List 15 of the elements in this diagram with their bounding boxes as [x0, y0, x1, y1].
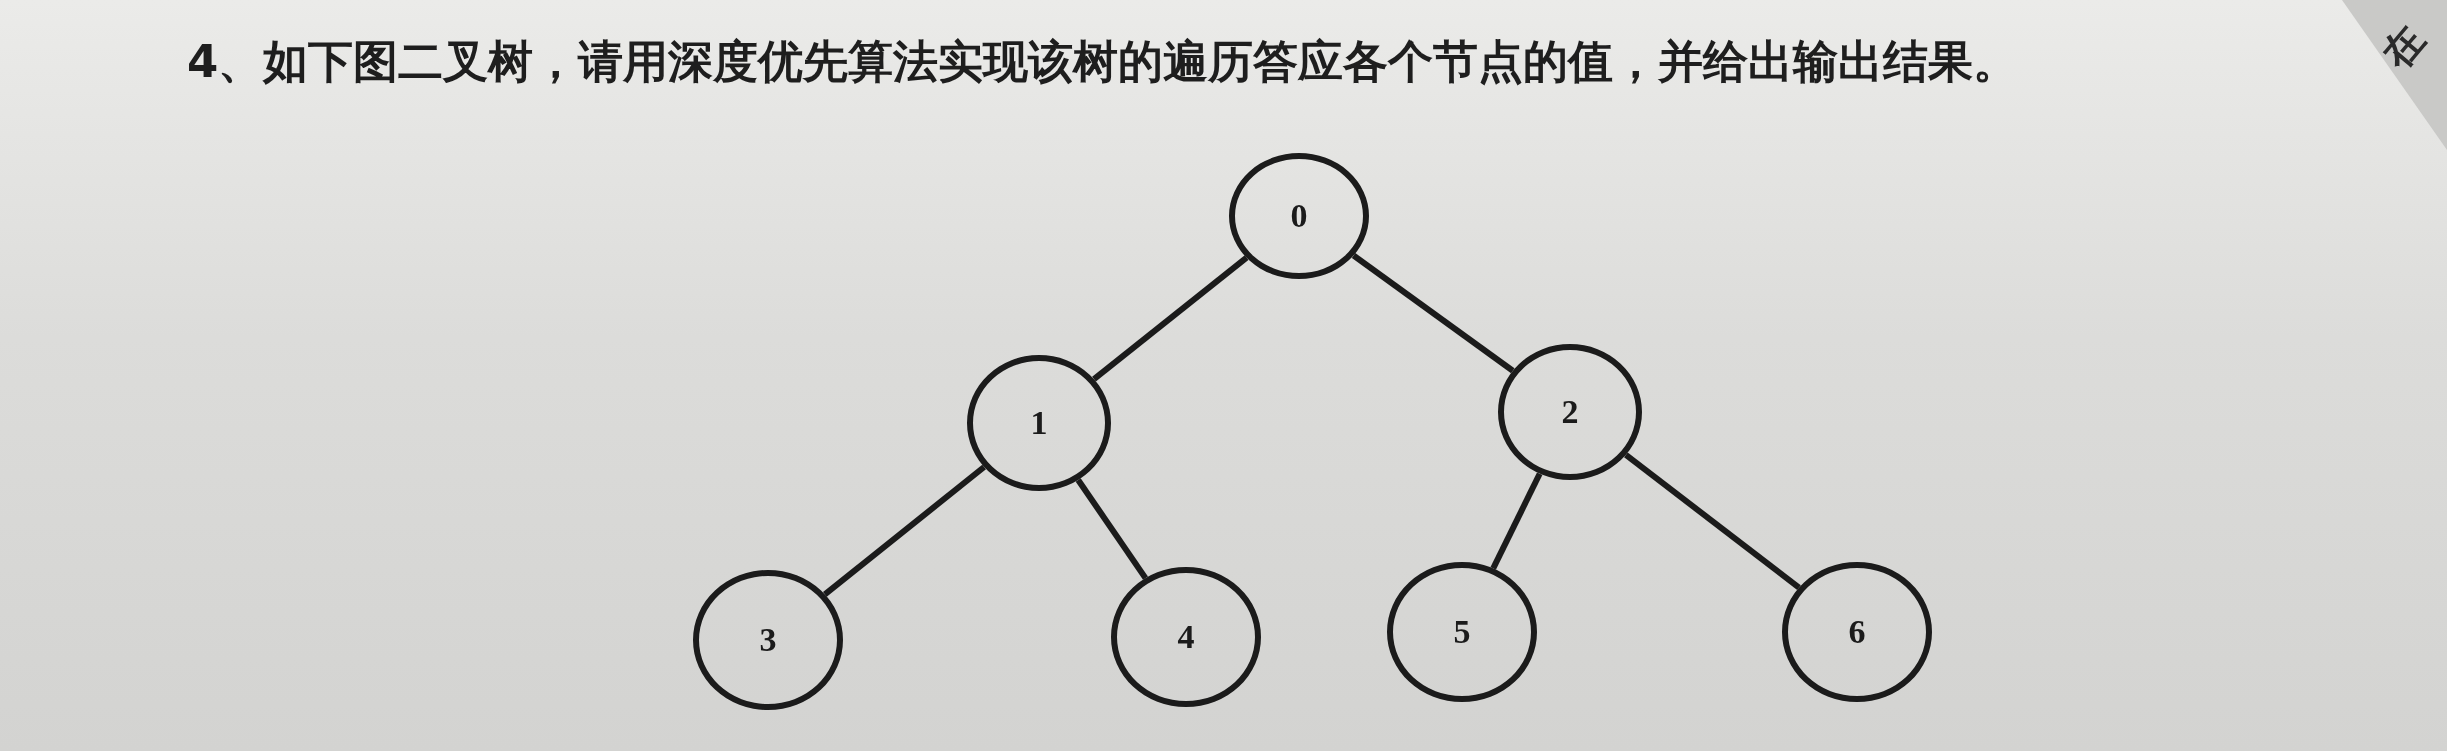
branch-line: [1490, 472, 1543, 570]
branch-line: [1075, 478, 1148, 580]
branch-line: [1351, 253, 1515, 374]
branch-line: [1624, 452, 1801, 590]
question-title: 4、如下图二叉树，请用深度优先算法实现该树的遍历答应各个节点的值，并给出输出结果。: [187, 34, 2019, 90]
tree-node: 0: [1229, 153, 1369, 279]
tree-node: 2: [1498, 344, 1642, 480]
branch-line: [823, 464, 986, 597]
page-fragment-text: 在: [2373, 17, 2433, 77]
tree-node: 1: [967, 355, 1111, 491]
tree-node: 6: [1782, 562, 1932, 702]
tree-node: 5: [1387, 562, 1537, 702]
tree-node: 3: [693, 570, 843, 710]
branch-line: [1092, 255, 1249, 382]
tree-node: 4: [1111, 567, 1261, 707]
